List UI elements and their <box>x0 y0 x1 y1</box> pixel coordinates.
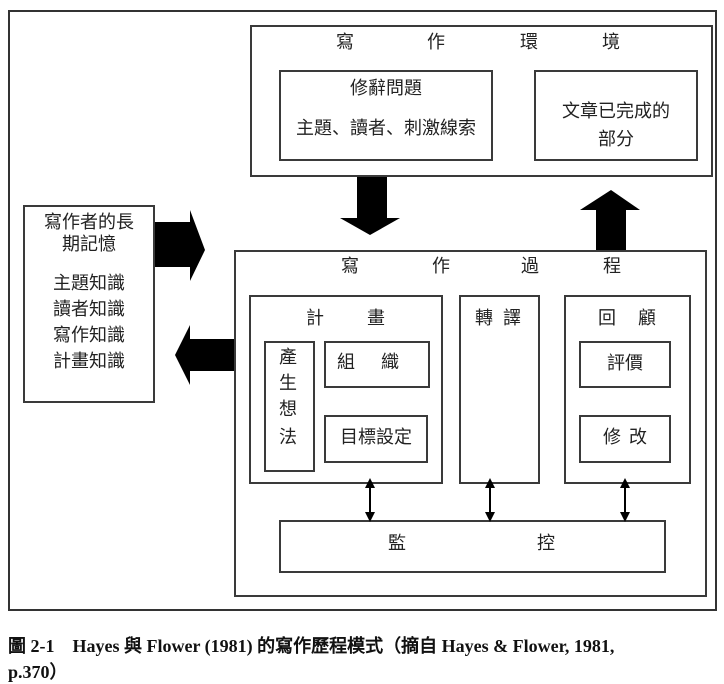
task-environment-char-4: 境 <box>602 32 620 53</box>
planning-char-2: 畫 <box>367 308 385 329</box>
writing-process-char-1: 寫 <box>341 256 359 277</box>
reviewing-char-2: 顧 <box>638 308 656 329</box>
translating-char-2: 譯 <box>503 308 521 329</box>
long-term-memory-item: 讀者知識 <box>53 299 125 320</box>
translating-char-1: 轉 <box>475 308 493 329</box>
rhetorical-problem-box <box>279 70 493 161</box>
goal-setting-label: 目標設定 <box>340 427 412 448</box>
monitor-box <box>279 520 666 573</box>
text-produced-line1: 文章已完成的 <box>562 101 670 122</box>
goal-setting-box <box>324 415 428 463</box>
rhetorical-problem-subtitle: 主題、讀者、刺激線索 <box>296 118 476 139</box>
generating-ideas-char: 產 <box>279 347 297 368</box>
planning-char-1: 計 <box>306 308 324 329</box>
translating-box <box>459 295 540 484</box>
generating-ideas-char: 想 <box>279 399 297 420</box>
writing-process-char-4: 程 <box>603 256 621 277</box>
revising-box <box>579 415 671 463</box>
long-term-memory-item: 計畫知識 <box>53 351 125 372</box>
organizing-box <box>324 341 430 388</box>
long-term-memory-box <box>23 205 155 403</box>
text-produced-box <box>534 70 698 161</box>
rhetorical-problem-title: 修辭問題 <box>350 78 422 99</box>
arrow-up-process-to-env <box>580 190 640 250</box>
evaluating-label: 評價 <box>607 353 643 374</box>
arrow-right-memory-to-process <box>155 210 205 281</box>
task-environment-char-1: 寫 <box>336 32 354 53</box>
revising-char-2: 改 <box>629 427 647 448</box>
writing-process-char-2: 作 <box>432 256 450 277</box>
long-term-memory-title-line2: 期記憶 <box>62 234 116 255</box>
figure-caption-line2: p.370） <box>8 662 68 682</box>
double-arrow-translating-monitor <box>485 478 495 522</box>
writing-process-char-3: 過 <box>521 256 539 277</box>
organizing-char-2: 織 <box>381 352 399 373</box>
double-arrow-planning-monitor <box>365 478 375 522</box>
figure-caption-line1: 圖 2-1 Hayes 與 Flower (1981) 的寫作歷程模式（摘自 H… <box>8 636 615 656</box>
arrow-left-process-to-memory <box>175 325 234 385</box>
generating-ideas-char: 法 <box>279 427 297 448</box>
long-term-memory-item: 主題知識 <box>53 273 125 294</box>
reviewing-char-1: 回 <box>598 308 616 329</box>
generating-ideas-char: 生 <box>279 373 297 394</box>
long-term-memory-title-line1: 寫作者的長 <box>44 212 134 233</box>
task-environment-char-3: 環 <box>520 32 538 53</box>
monitor-char-1: 監 <box>388 533 406 554</box>
text-produced-line2: 部分 <box>598 129 634 150</box>
organizing-char-1: 組 <box>337 352 355 373</box>
generating-ideas-box <box>264 341 315 472</box>
long-term-memory-item: 寫作知識 <box>53 325 125 346</box>
task-environment-char-2: 作 <box>427 32 445 53</box>
monitor-char-2: 控 <box>537 533 555 554</box>
revising-char-1: 修 <box>603 427 621 448</box>
arrow-down-env-to-process <box>340 177 400 235</box>
double-arrow-reviewing-monitor <box>620 478 630 522</box>
evaluating-box <box>579 341 671 388</box>
